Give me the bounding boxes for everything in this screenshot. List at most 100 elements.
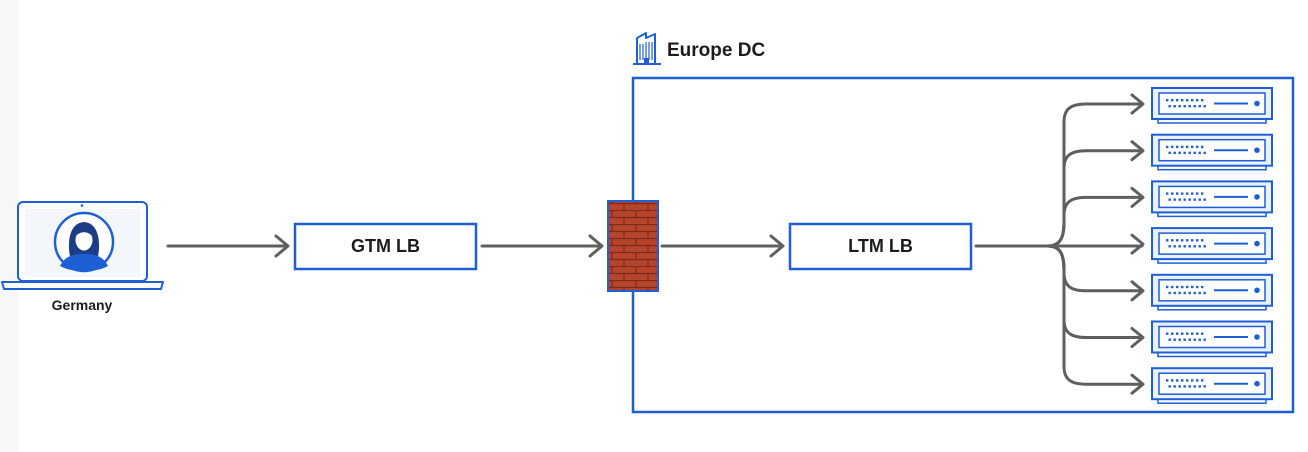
server-vent-dot xyxy=(1201,192,1204,195)
fanout-arrow-head xyxy=(1130,373,1145,395)
server-vent-dot xyxy=(1193,198,1196,201)
server-vent-dot xyxy=(1203,291,1206,295)
server-vent-dot xyxy=(1198,105,1201,108)
server-vent-dot xyxy=(1186,285,1189,289)
server-vent-dot xyxy=(1201,285,1204,289)
server-vent-dot xyxy=(1201,379,1204,382)
server-vent-dot xyxy=(1166,379,1169,382)
arrow-head-gtm-to-firewall xyxy=(588,234,604,258)
server-vent-dot xyxy=(1173,151,1176,155)
server-vent-dot xyxy=(1181,192,1184,195)
server-vent-dot xyxy=(1173,245,1176,248)
fanout-arrow-head xyxy=(1130,327,1145,348)
server-vent-dot xyxy=(1203,198,1206,201)
server-vent-dot xyxy=(1191,285,1194,289)
server-led xyxy=(1254,334,1260,340)
server-vent-dot xyxy=(1186,239,1189,242)
server-vent-dot xyxy=(1176,332,1179,335)
server-vent-dot xyxy=(1196,145,1199,149)
server-vent-dot xyxy=(1186,192,1189,195)
server-vent-dot xyxy=(1181,99,1184,102)
server-vent-dot xyxy=(1171,145,1174,149)
server-vent-dot xyxy=(1173,198,1176,201)
server-vent-dot xyxy=(1193,385,1196,388)
server-vent-dot xyxy=(1171,285,1174,289)
server-vent-dot xyxy=(1198,291,1201,295)
server-vent-dot xyxy=(1176,239,1179,242)
server-vent-dot xyxy=(1181,145,1184,149)
server-icon xyxy=(1151,180,1273,218)
server-vent-dot xyxy=(1183,385,1186,388)
server-led xyxy=(1254,100,1260,107)
user-avatar-icon xyxy=(53,211,115,273)
fanout-arrow-head xyxy=(1130,280,1145,302)
server-vent-dot xyxy=(1198,151,1201,155)
server-vent-dot xyxy=(1168,338,1171,341)
server-vent-dot xyxy=(1168,198,1171,201)
server-vent-dot xyxy=(1166,332,1169,335)
server-vent-dot xyxy=(1183,151,1186,155)
server-vent-dot xyxy=(1191,99,1194,102)
datacenter-label: Europe DC xyxy=(667,40,765,61)
server-vent-dot xyxy=(1196,332,1199,335)
server-icon xyxy=(1151,273,1273,311)
server-face xyxy=(1158,185,1266,209)
fanout-arrow-head xyxy=(1130,233,1145,255)
gtm-lb-label: GTM LB xyxy=(351,236,420,256)
firewall-icon xyxy=(607,200,659,292)
server-face xyxy=(1158,372,1266,395)
server-vent-dot xyxy=(1203,245,1206,248)
server-vent-dot xyxy=(1196,379,1199,382)
server-vent-dot xyxy=(1188,245,1191,248)
server-icon xyxy=(1151,367,1273,404)
server-vent-dot xyxy=(1176,145,1179,149)
server-vent-dot xyxy=(1191,239,1194,242)
server-vent-dot xyxy=(1183,291,1186,295)
server-vent-dot xyxy=(1168,105,1171,108)
server-face xyxy=(1158,138,1266,162)
server-vent-dot xyxy=(1188,198,1191,201)
server-vent-dot xyxy=(1191,192,1194,195)
arrows xyxy=(166,234,785,258)
server-vent-dot xyxy=(1183,338,1186,341)
server-vent-dot xyxy=(1178,198,1181,201)
gtm-lb-box: GTM LB xyxy=(293,222,478,271)
server-vent-dot xyxy=(1193,291,1196,295)
server-vent-dot xyxy=(1181,239,1184,242)
server-vent-dot xyxy=(1201,332,1204,335)
server-vent-dot xyxy=(1166,192,1169,195)
server-vent-dot xyxy=(1196,285,1199,289)
server-vent-dot xyxy=(1203,385,1206,388)
server-vent-dot xyxy=(1171,192,1174,195)
fanout-arrows xyxy=(974,93,1145,395)
server-icon xyxy=(1151,227,1273,264)
server-vent-dot xyxy=(1173,291,1176,295)
server-vent-dot xyxy=(1176,192,1179,195)
server-vent-dot xyxy=(1188,105,1191,108)
server-vent-dot xyxy=(1168,385,1171,388)
server-vent-dot xyxy=(1196,192,1199,195)
server-vent-dot xyxy=(1201,99,1204,102)
server-face xyxy=(1158,92,1266,115)
fanout-arrow-head xyxy=(1130,93,1145,115)
server-icon xyxy=(1151,87,1273,124)
server-vent-dot xyxy=(1186,332,1189,335)
server-vent-dot xyxy=(1176,99,1179,102)
server-led xyxy=(1254,240,1260,247)
server-vent-dot xyxy=(1186,379,1189,382)
server-vent-dot xyxy=(1178,245,1181,248)
server-vent-dot xyxy=(1173,105,1176,108)
server-vent-dot xyxy=(1188,338,1191,341)
server-vent-dot xyxy=(1203,338,1206,341)
fanout-branch xyxy=(1046,244,1144,386)
server-led xyxy=(1254,287,1260,294)
server-face xyxy=(1158,232,1266,255)
server-vent-dot xyxy=(1176,379,1179,382)
server-vent-dot xyxy=(1178,105,1181,108)
ltm-lb-box: LTM LB xyxy=(788,222,973,271)
server-vent-dot xyxy=(1188,385,1191,388)
server-vent-dot xyxy=(1198,245,1201,248)
server-vent-dot xyxy=(1171,99,1174,102)
